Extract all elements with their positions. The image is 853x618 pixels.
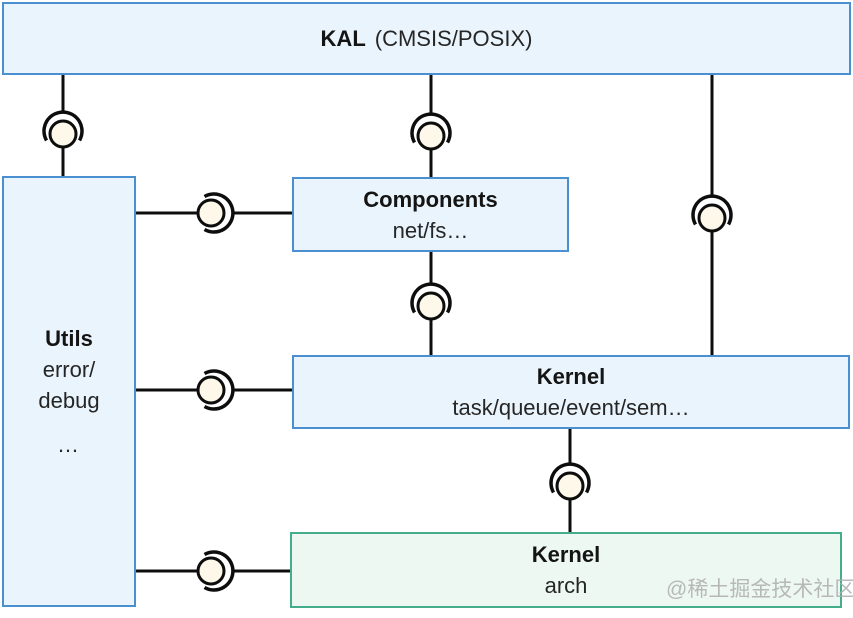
kernel-title: Kernel xyxy=(536,364,606,389)
utils-title: Utils xyxy=(45,326,93,351)
ball-socket-connector-icon xyxy=(549,462,591,501)
kernel-arch-box: Kernel arch xyxy=(290,532,842,608)
kernel-arch-subtitle: arch xyxy=(544,573,588,598)
utils-box: Utils error/ debug … xyxy=(2,176,136,607)
ball-socket-connector-icon xyxy=(196,369,235,411)
kal-box: KAL (CMSIS/POSIX) xyxy=(2,2,851,75)
utils-ellipsis: … xyxy=(57,432,81,457)
components-subtitle: net/fs… xyxy=(392,217,469,243)
utils-line-error: error/ xyxy=(42,357,96,382)
kernel-box: Kernel task/queue/event/sem… xyxy=(292,355,850,429)
ball-socket-connector-icon xyxy=(196,192,235,234)
kal-subtitle: (CMSIS/POSIX) xyxy=(374,26,533,51)
ball-socket-connector-icon xyxy=(42,110,84,149)
components-title: Components xyxy=(363,186,498,212)
ball-socket-connector-icon xyxy=(410,112,452,151)
components-box: Components net/fs… xyxy=(292,177,569,252)
kernel-arch-title: Kernel xyxy=(531,542,601,567)
watermark-text: @稀土掘金技术社区 xyxy=(666,578,853,601)
ball-socket-connector-icon xyxy=(196,550,235,592)
kal-title: KAL xyxy=(320,26,366,51)
utils-line-debug: debug xyxy=(38,388,100,413)
kernel-subtitle: task/queue/event/sem… xyxy=(452,395,690,420)
connector-lines xyxy=(61,75,714,573)
ball-socket-connector-icon xyxy=(410,282,452,321)
ball-socket-connector-icon xyxy=(691,194,733,233)
